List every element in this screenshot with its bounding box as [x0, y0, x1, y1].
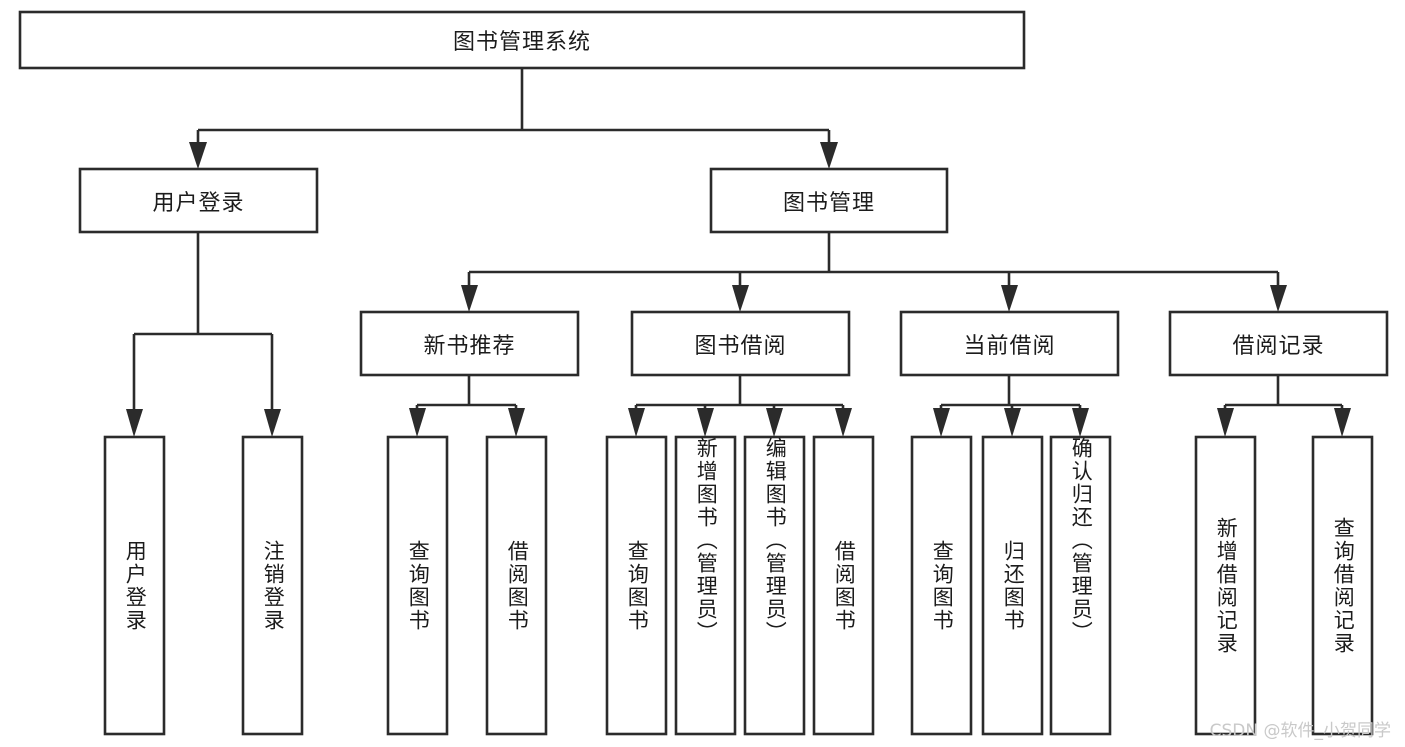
arrow-head-userlogin	[189, 142, 207, 169]
connector-group-root-to-level2	[189, 68, 838, 169]
connector-group-bookmgmt-to-level3	[461, 232, 1287, 312]
node-box-new-book-recommend[interactable]	[359, 310, 580, 377]
node-box-leaf-return-book[interactable]	[981, 435, 1044, 736]
node-box-root[interactable]	[18, 10, 1026, 70]
node-box-leaf-user-login[interactable]	[103, 435, 166, 736]
arrow-head-borrowrecord	[1270, 285, 1287, 312]
node-box-leaf-query-books-3[interactable]	[910, 435, 973, 736]
node-box-user-login[interactable]	[78, 167, 319, 234]
arrow-head-bookborrow	[732, 285, 749, 312]
node-box-leaf-confirm-return[interactable]	[1049, 435, 1112, 736]
arrow-head-leaf-add-book	[697, 408, 714, 437]
node-box-leaf-query-books-1[interactable]	[386, 435, 449, 736]
arrow-head-leaf-borrow-books-2	[835, 408, 852, 437]
watermark-text: CSDN @软件_小贺同学	[1209, 721, 1391, 741]
node-box-borrow-record[interactable]	[1168, 310, 1389, 377]
arrow-head-leaf-borrow-books-1	[508, 408, 525, 437]
arrow-head-leaf-user-login	[126, 409, 143, 437]
connector-group-userlogin-to-leaves	[126, 232, 281, 437]
arrow-head-currentborrow	[1001, 285, 1018, 312]
connector-group-bookborrow-to-leaves	[628, 375, 852, 437]
arrow-head-leaf-logout	[264, 409, 281, 437]
arrow-head-newbook	[461, 285, 478, 312]
arrow-head-bookmgmt	[820, 142, 838, 169]
connector-group-borrowrecord-to-leaves	[1217, 375, 1351, 437]
arrow-head-leaf-edit-book	[766, 408, 783, 437]
node-box-leaf-borrow-books-1[interactable]	[485, 435, 548, 736]
arrow-head-leaf-query-record	[1334, 408, 1351, 437]
node-box-leaf-borrow-books-2[interactable]	[812, 435, 875, 736]
node-box-leaf-query-record[interactable]	[1311, 435, 1374, 736]
connector-group-newbook-to-leaves	[409, 375, 525, 437]
arrow-head-leaf-query-books-3	[933, 408, 950, 437]
node-box-leaf-query-books-2[interactable]	[605, 435, 668, 736]
node-box-leaf-logout[interactable]	[241, 435, 304, 736]
connector-group-currentborrow-to-leaves	[933, 375, 1089, 437]
arrow-head-leaf-query-books-1	[409, 408, 426, 437]
arrow-head-leaf-return-book	[1004, 408, 1021, 437]
node-box-book-borrow[interactable]	[630, 310, 851, 377]
node-box-leaf-add-book[interactable]	[674, 435, 737, 736]
node-box-book-management[interactable]	[709, 167, 949, 234]
node-box-leaf-edit-book[interactable]	[743, 435, 806, 736]
arrow-head-leaf-confirm-return	[1072, 408, 1089, 437]
arrow-head-leaf-query-books-2	[628, 408, 645, 437]
arrow-head-leaf-add-record	[1217, 408, 1234, 437]
node-box-leaf-add-record[interactable]	[1194, 435, 1257, 736]
node-box-current-borrow[interactable]	[899, 310, 1120, 377]
